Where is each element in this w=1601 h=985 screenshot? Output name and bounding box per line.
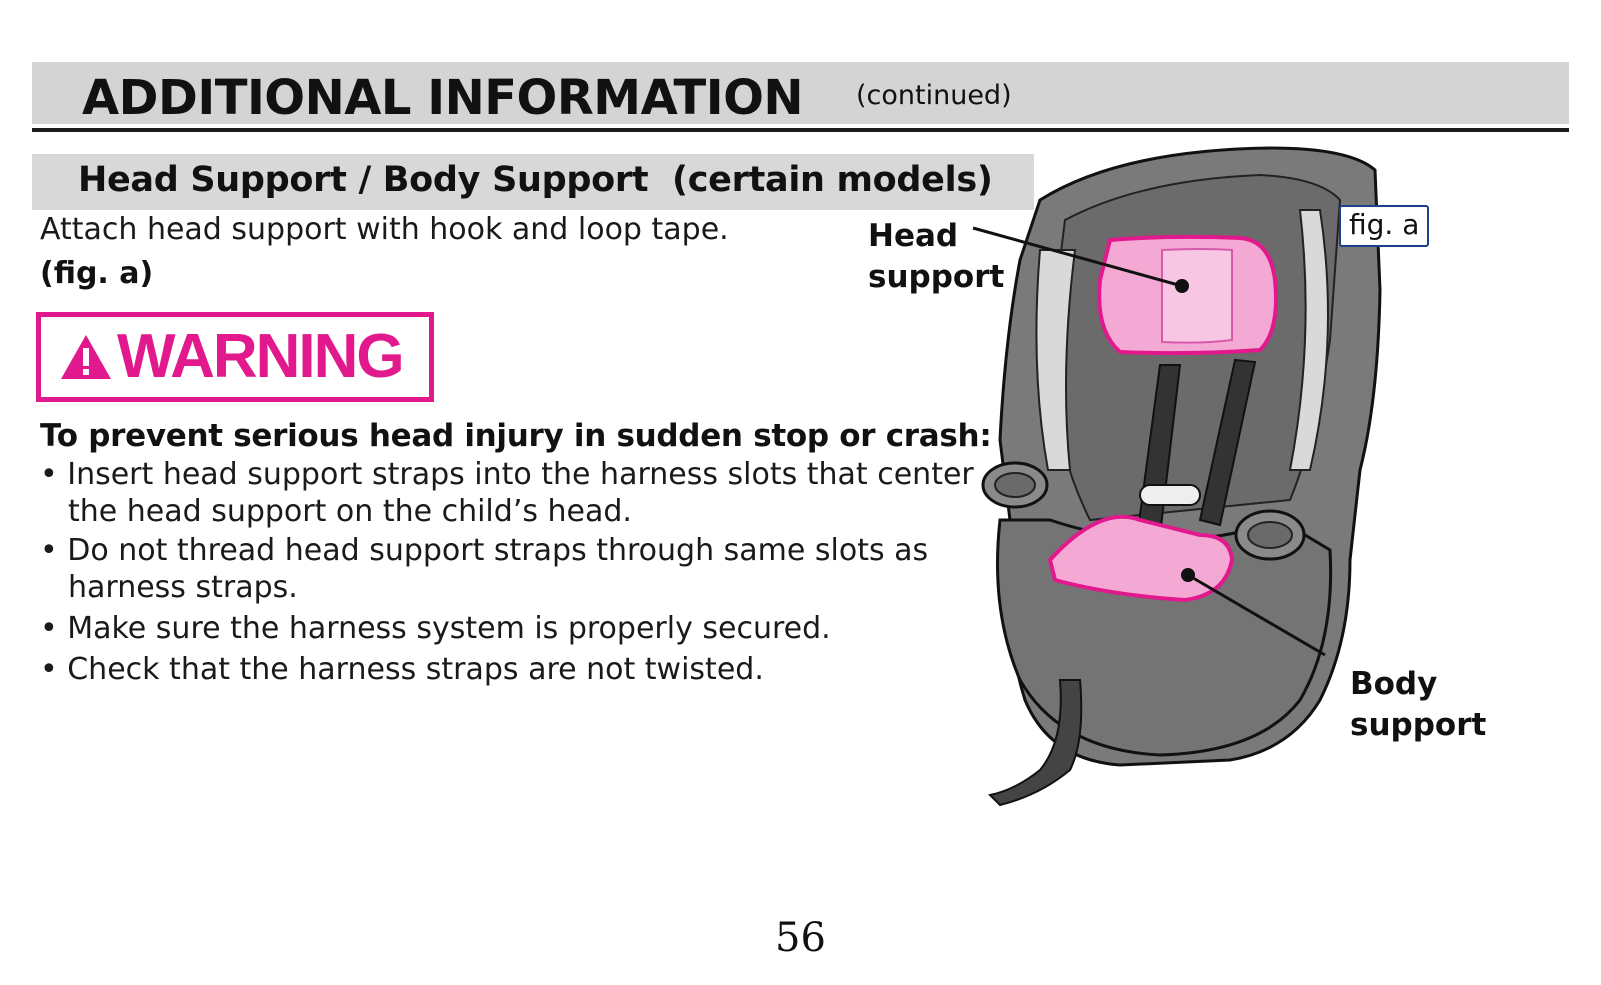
list-item: • Do not thread head support straps thro… xyxy=(40,533,929,605)
body-callout-line2: support xyxy=(1350,707,1487,743)
section-heading-band xyxy=(32,154,1034,210)
page-title-continued: (continued) xyxy=(856,80,1012,111)
warning-bullet-list: • Insert head support straps into the ha… xyxy=(40,456,980,690)
warning-triangle-icon xyxy=(61,335,111,379)
page-number: 56 xyxy=(775,915,826,961)
body-support-callout: Body support xyxy=(1350,664,1486,746)
body-callout-line1: Body xyxy=(1350,666,1438,702)
list-item: • Make sure the harness system is proper… xyxy=(40,611,831,646)
warning-lead: To prevent serious head injury in sudden… xyxy=(40,418,992,454)
list-item: • Insert head support straps into the ha… xyxy=(40,457,974,529)
header-rule xyxy=(32,128,1569,132)
figure-reference: (fig. a) xyxy=(40,256,154,291)
warning-box: WARNING xyxy=(36,312,434,402)
intro-text: Attach head support with hook and loop t… xyxy=(40,212,729,247)
car-seat-illustration xyxy=(972,146,1382,807)
header-band xyxy=(32,62,1569,124)
figure-tag: fig. a xyxy=(1339,205,1430,247)
head-support-callout: Head support xyxy=(868,216,1004,298)
head-callout-line1: Head xyxy=(868,218,959,254)
page-title: ADDITIONAL INFORMATION xyxy=(82,70,804,126)
head-callout-line2: support xyxy=(868,259,1005,295)
section-heading: Head Support / Body Support (certain mod… xyxy=(78,160,993,200)
list-item: • Check that the harness straps are not … xyxy=(40,652,764,687)
warning-label: WARNING xyxy=(117,322,405,391)
